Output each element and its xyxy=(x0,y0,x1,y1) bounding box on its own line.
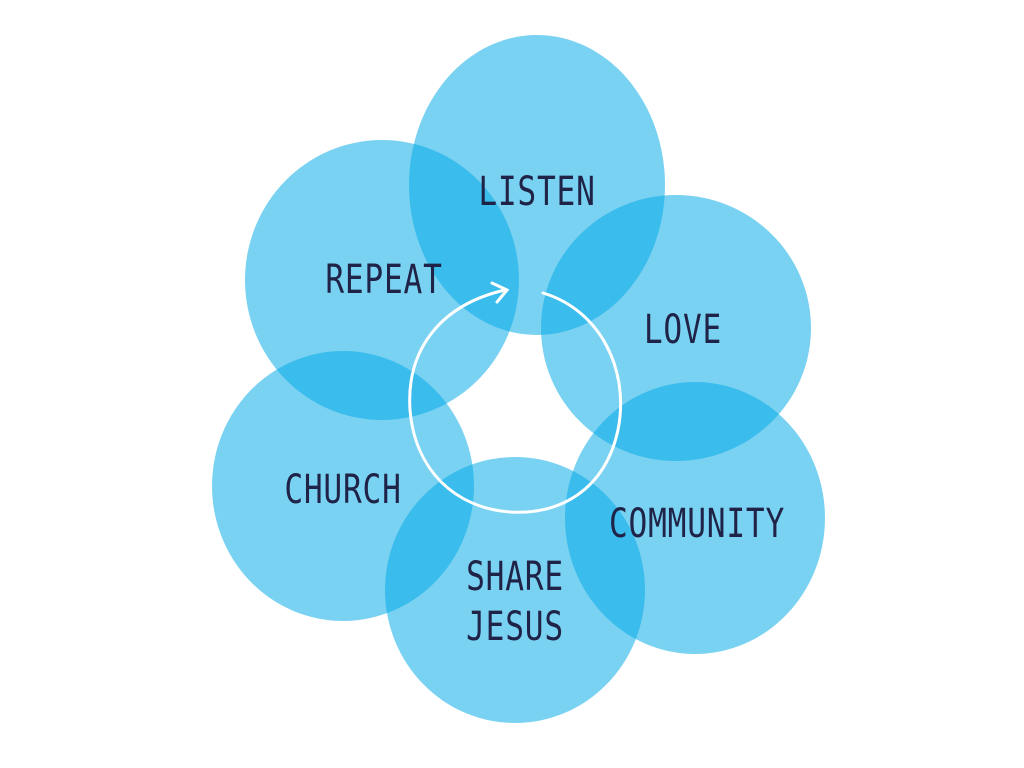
label-church: CHURCH xyxy=(284,467,401,513)
circle-share-jesus xyxy=(385,457,645,723)
label-share: SHARE xyxy=(466,554,564,600)
circle-repeat xyxy=(245,140,519,420)
cycle-arrow-icon xyxy=(408,281,623,514)
label-listen: LISTEN xyxy=(478,169,595,215)
label-love: LOVE xyxy=(644,307,722,353)
label-community: COMMUNITY xyxy=(609,501,785,547)
label-jesus: JESUS xyxy=(466,604,564,650)
label-repeat: REPEAT xyxy=(325,257,442,303)
